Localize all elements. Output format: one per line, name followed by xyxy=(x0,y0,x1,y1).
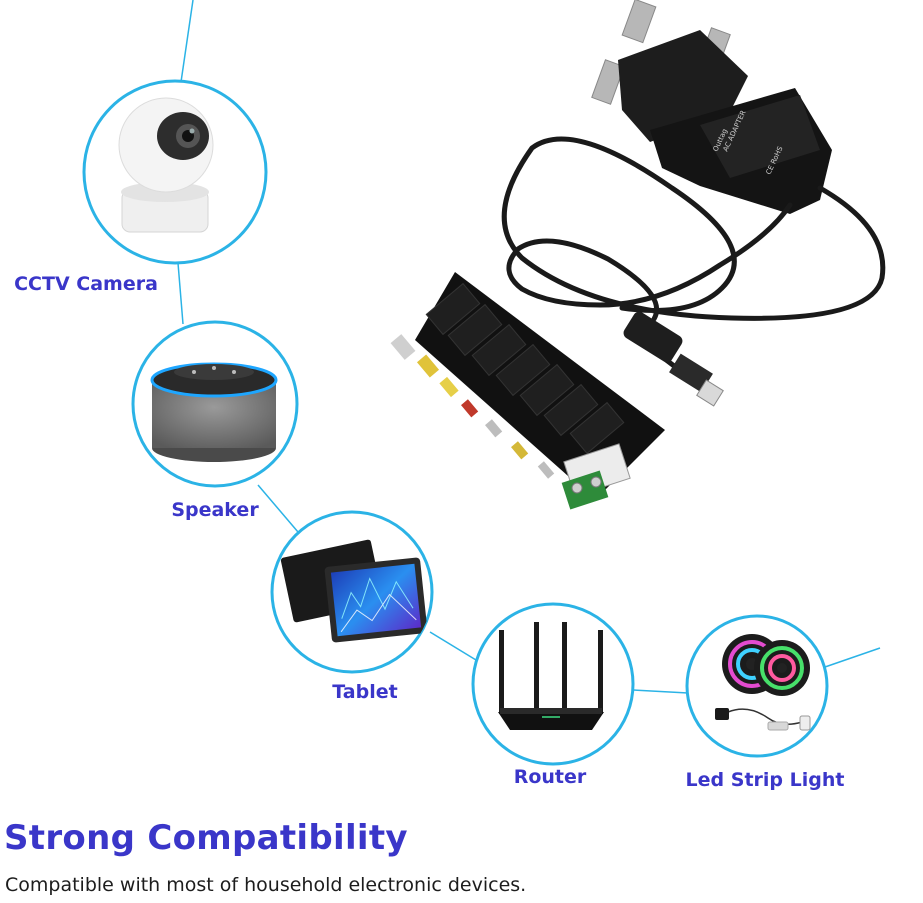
device-label-speaker: Speaker xyxy=(171,499,259,521)
tablet-icon xyxy=(280,539,428,643)
headline: Strong Compatibility xyxy=(4,818,408,858)
cctv-camera-icon xyxy=(118,97,214,233)
wifi-router-icon xyxy=(498,622,604,730)
led-strip-light-icon xyxy=(715,634,811,731)
smart-speaker-icon xyxy=(150,362,278,462)
device-label-cctv-camera: CCTV Camera xyxy=(14,273,158,295)
ac-adapter-icon: Outtag AC ADAPTER CE RoHS xyxy=(501,0,886,407)
device-label-tablet: Tablet xyxy=(332,681,398,703)
connector-tips-icon xyxy=(390,272,665,510)
subline: Compatible with most of household electr… xyxy=(5,874,527,896)
device-label-router: Router xyxy=(513,766,587,788)
connector-lines xyxy=(177,0,881,694)
device-label-led-strip-light: Led Strip Light xyxy=(685,769,845,791)
